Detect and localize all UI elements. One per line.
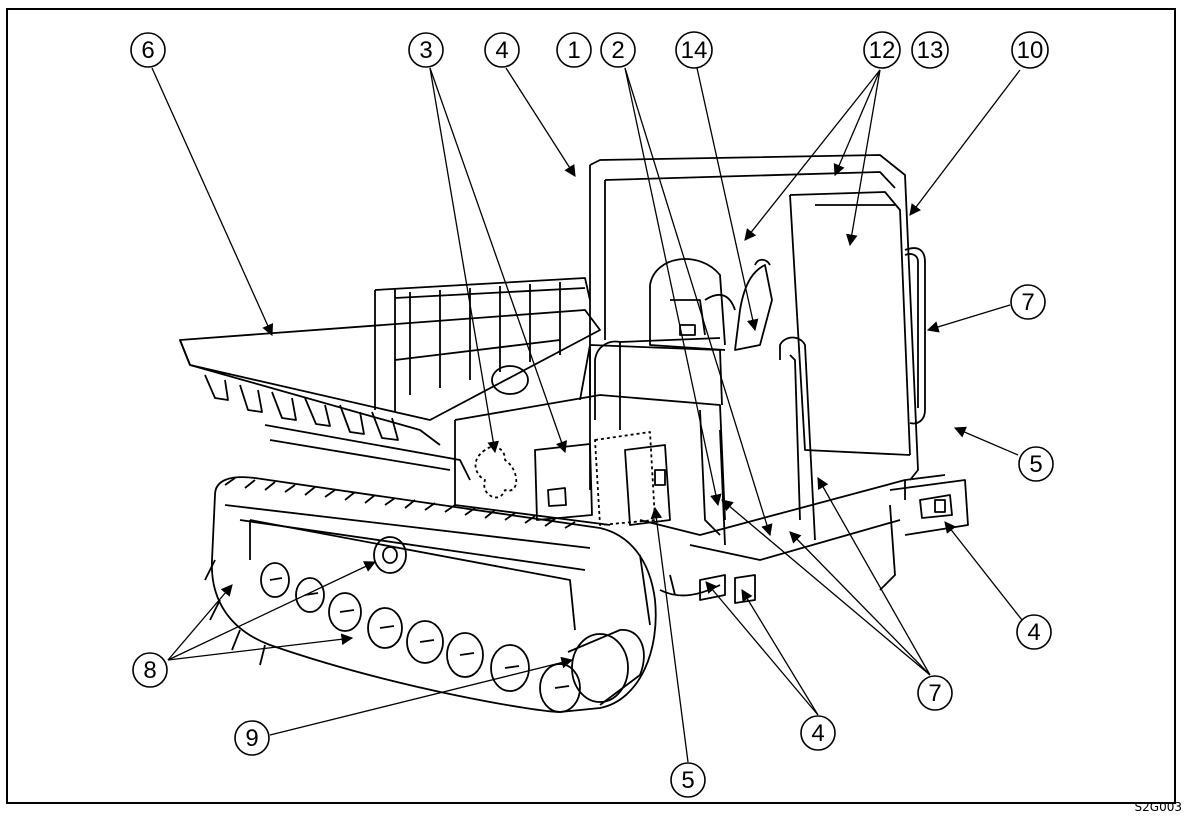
leader-14 [696,67,759,332]
engine-hood [454,336,816,546]
callout-7-right-label: 7 [1021,289,1034,316]
leader-4d [741,589,819,716]
leader-2a [624,67,773,537]
callout-8: 8 [132,652,168,688]
leader-2b [624,67,722,507]
callout-5-bottom-label: 5 [681,767,694,794]
leader-4c [705,581,819,716]
leader-4b [944,521,1023,621]
callout-3-label: 3 [419,37,432,64]
callout-1: 1 [556,32,592,68]
leader-10 [909,69,1021,216]
leader-8a [167,584,233,661]
callout-7-bottom: 7 [917,675,953,711]
callout-5-right-label: 5 [1029,451,1042,478]
callout-13: 13 [911,31,949,69]
figure-code: S2G003 [1134,800,1182,814]
callout-5-right: 5 [1018,446,1054,482]
callout-8-label: 8 [143,657,156,684]
figure-frame [6,8,1176,804]
callout-14-label: 14 [681,37,708,64]
leader-5a [953,426,1019,456]
leader-9 [269,656,574,736]
rear-frame [639,474,969,626]
callout-9-label: 9 [245,725,258,752]
leader-7a [926,304,1011,333]
callout-7-right: 7 [1010,284,1046,320]
callout-1-label: 1 [567,37,580,64]
callout-5-bottom: 5 [670,762,706,798]
leader-7d [817,476,931,676]
callout-2: 2 [600,32,636,68]
callout-6: 6 [130,32,166,68]
callout-12: 12 [863,31,901,69]
leader-6 [151,67,274,337]
callout-7-bottom-label: 7 [928,680,941,707]
leader-7b [721,499,931,676]
callout-4-top-label: 4 [495,37,508,64]
callout-10-label: 10 [1017,37,1044,64]
callout-4-right-label: 4 [1027,619,1040,646]
callout-10: 10 [1011,31,1049,69]
cabin [589,154,926,490]
callout-2-label: 2 [611,37,624,64]
callout-14: 14 [675,31,713,69]
leader-3a [429,67,500,454]
leader-5b [650,506,689,763]
leader-8b [167,561,377,661]
callout-6-label: 6 [141,37,154,64]
callout-12-label: 12 [869,37,896,64]
leader-4a [505,67,576,177]
callout-9: 9 [234,720,270,756]
dump-bed [179,277,601,481]
callout-4-bottom-label: 4 [811,720,824,747]
leader-12c [846,69,881,247]
leader-7c [789,531,931,676]
callout-3: 3 [408,32,444,68]
leader-lines [151,67,1023,763]
callout-labels: 6 3 4 1 2 14 12 13 [130,31,1054,798]
callout-13-label: 13 [917,37,944,64]
leader-12b [833,69,881,177]
callout-4-top: 4 [484,32,520,68]
crawler-track [204,476,657,713]
callout-4-bottom: 4 [800,715,836,751]
leader-12a [744,69,881,241]
callout-4-right: 4 [1016,614,1052,650]
leader-8c [167,633,354,661]
leader-3b [429,67,568,454]
crawler-carrier-drawing [179,154,969,713]
